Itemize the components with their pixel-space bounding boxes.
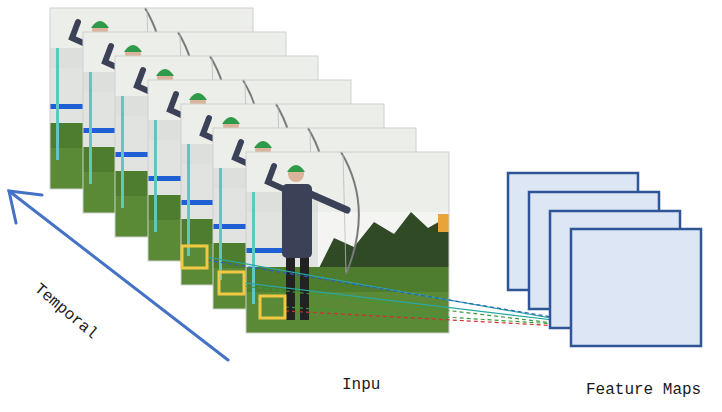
patch-box [219,272,244,294]
caption-label: Feature Maps [586,381,701,400]
feature-map [571,229,701,346]
feature-maps [508,173,701,346]
patch-box [182,246,207,268]
yellow-boxes [182,246,285,318]
axis-label: Temporal [30,280,101,344]
caption-label: Inpu [342,376,380,395]
arrow-shaft [9,191,228,360]
patch-box [260,296,285,318]
temporal-arrow [9,191,228,360]
video-frame [246,152,449,333]
arrow-head [9,191,42,223]
projection-line [285,311,580,327]
